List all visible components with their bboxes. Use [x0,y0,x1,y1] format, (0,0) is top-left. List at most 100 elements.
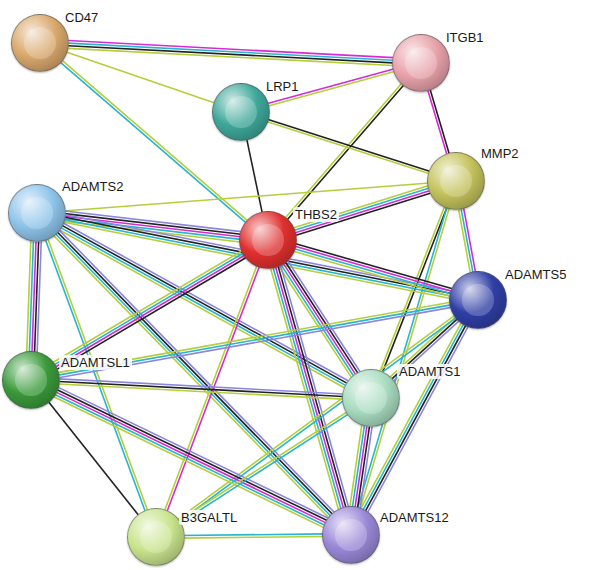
protein-label: THBS2 [293,207,339,222]
evidence-line [176,315,461,525]
protein-node: ADAMTS5 [449,271,507,329]
evidence-line [458,204,472,277]
protein-label: MMP2 [479,146,521,161]
interaction-edge [356,203,450,513]
evidence-line [174,313,459,523]
protein-label: CD47 [63,10,100,25]
protein-label: B3GALTL [179,510,239,525]
protein-label: ADAMTS12 [378,510,451,525]
evidence-line [54,384,348,400]
evidence-line [179,537,328,539]
protein-label: ADAMTS2 [60,179,125,194]
evidence-line [290,187,434,232]
interaction-edge [289,243,457,298]
evidence-line [352,421,365,512]
evidence-line [51,393,329,528]
structure-glyph [140,521,171,552]
evidence-line [27,236,31,357]
evidence-line [50,395,328,530]
evidence-line [175,410,351,524]
evidence-line [349,420,362,511]
evidence-line [359,204,451,513]
protein-label: ADAMTS5 [503,267,568,282]
protein-node: B3GALTL [127,508,185,566]
evidence-line [176,412,352,526]
evidence-line [63,48,398,66]
protein-label: ADAMTSL1 [59,355,132,370]
evidence-line [291,189,435,234]
protein-node: THBS2 [239,211,297,269]
interaction-edge [62,51,219,105]
interaction-edge [179,534,328,538]
structure-glyph [462,284,493,315]
interaction-edge [458,203,477,277]
evidence-line [46,398,142,519]
evidence-line [179,534,328,536]
evidence-line [57,59,250,226]
evidence-line [54,385,332,520]
evidence-line [274,262,344,512]
protein-node: CD47 [11,14,69,72]
interaction-edge [27,236,42,357]
interaction-edge [63,40,398,65]
structure-glyph [24,27,55,58]
evidence-line [429,85,451,158]
evidence-line [264,70,399,107]
evidence-line [285,257,363,376]
protein-node: LRP1 [212,83,270,141]
interaction-edge [263,118,435,175]
interaction-edge [175,410,352,526]
evidence-line [284,81,407,223]
structure-glyph [21,197,52,228]
evidence-line [289,184,433,229]
interaction-edge [263,68,399,107]
evidence-line [52,253,249,369]
interaction-edge [276,257,362,382]
interaction-edge [174,313,460,525]
structure-glyph [355,382,386,413]
evidence-line [63,46,398,64]
interaction-edge [46,398,142,519]
interaction-edge [246,135,263,218]
evidence-line [54,381,348,397]
structure-glyph [335,519,366,550]
interaction-edge [54,379,348,400]
evidence-line [290,248,455,295]
evidence-line [62,51,219,105]
evidence-line [279,261,349,511]
protein-node: ADAMTS12 [322,506,380,564]
protein-label: ADAMTS1 [397,364,462,379]
evidence-line [263,68,398,105]
interaction-edge [349,420,373,513]
protein-node: ADAMTSL1 [2,351,60,409]
interaction-edge [57,57,252,226]
evidence-line [53,388,331,523]
protein-label: ITGB1 [444,30,486,45]
interaction-edge [386,314,462,384]
evidence-line [291,245,456,292]
protein-node: ITGB1 [392,34,450,92]
evidence-line [272,263,342,513]
evidence-line [289,250,454,297]
interaction-edge [426,85,450,159]
structure-glyph [405,47,436,78]
structure-glyph [252,224,283,255]
protein-node: MMP2 [427,152,485,210]
structure-glyph [15,364,46,395]
protein-node: ADAMTS2 [8,184,66,242]
evidence-line [291,192,435,237]
evidence-line [277,262,347,512]
evidence-line [63,43,398,61]
structure-glyph [440,165,471,196]
evidence-line [264,118,435,173]
evidence-line [460,204,474,277]
evidence-line [50,232,332,521]
interaction-edge [49,248,250,371]
evidence-line [54,304,455,376]
evidence-line [54,307,455,379]
structure-glyph [225,96,256,127]
evidence-line [246,135,263,218]
protein-label: LRP1 [264,79,301,94]
evidence-line [263,120,434,175]
